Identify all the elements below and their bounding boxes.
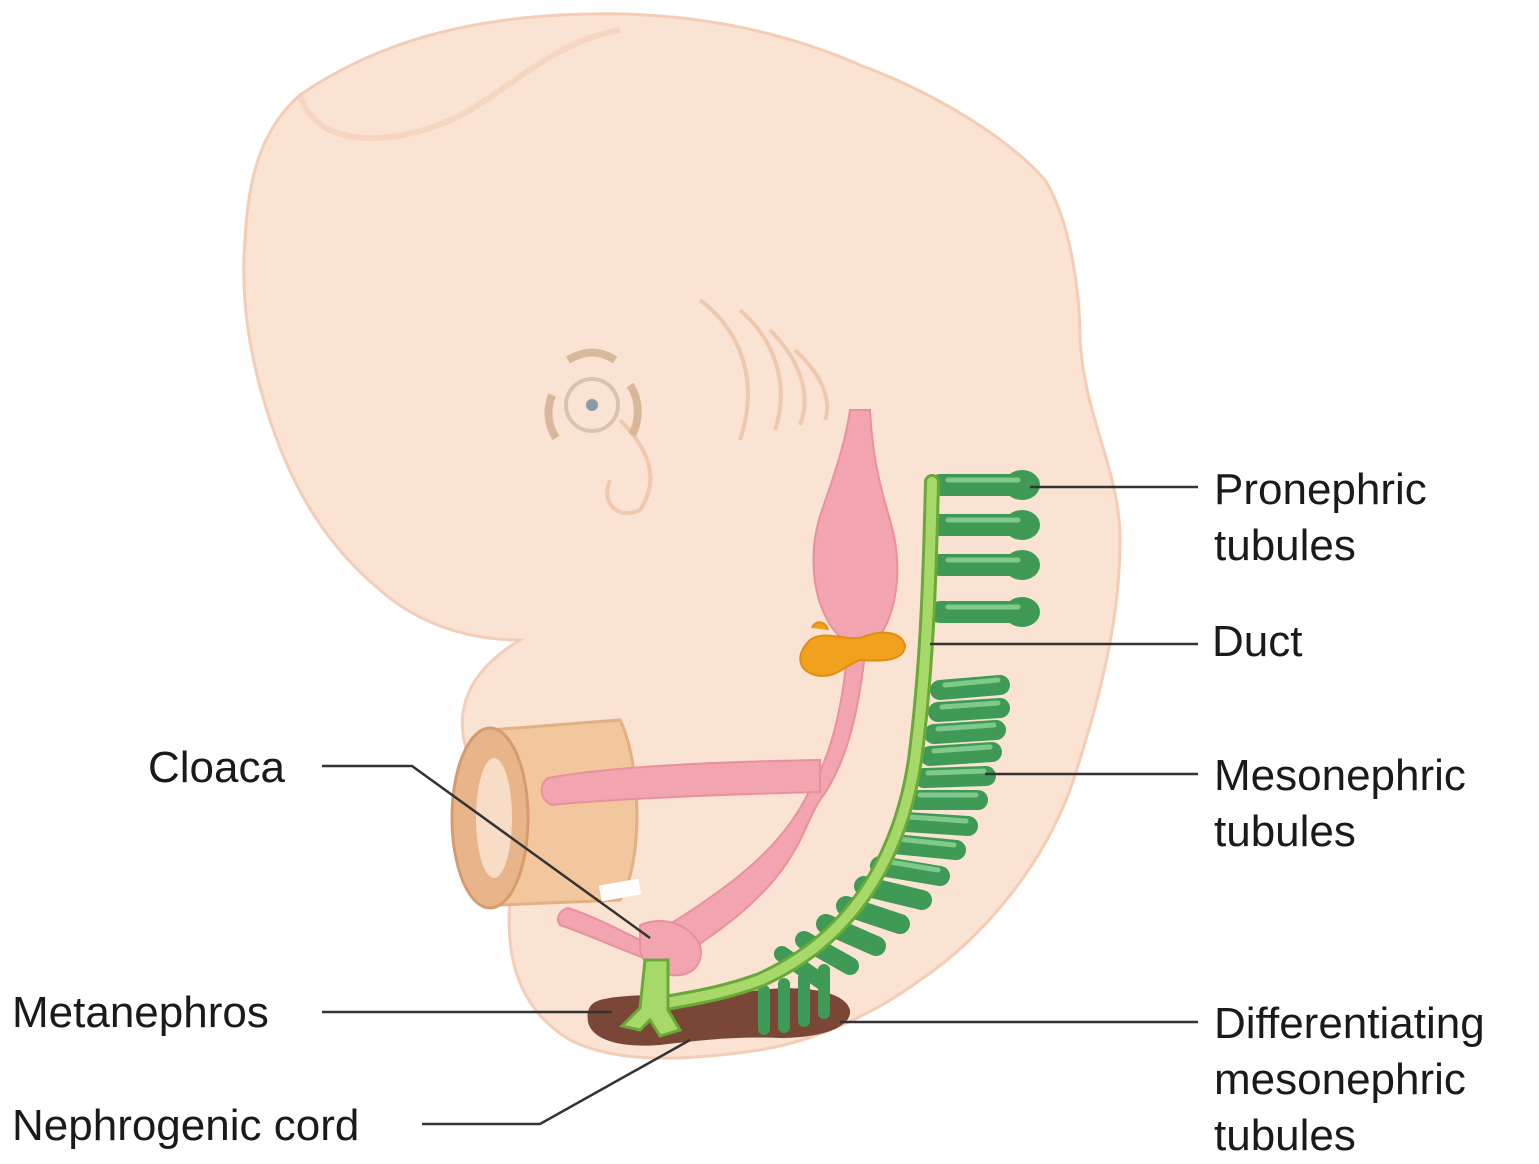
label-line: Cloaca	[148, 740, 285, 796]
label-line: tubules	[1214, 518, 1427, 574]
label-duct: Duct	[1212, 614, 1302, 670]
label-line: Duct	[1212, 614, 1302, 670]
label-metanephros: Metanephros	[12, 985, 269, 1041]
label-mesonephric-tubules: Mesonephric tubules	[1214, 748, 1466, 860]
label-cloaca: Cloaca	[148, 740, 285, 796]
label-line: Metanephros	[12, 985, 269, 1041]
label-pronephric-tubules: Pronephric tubules	[1214, 462, 1427, 574]
label-line: mesonephric	[1214, 1052, 1485, 1108]
pronephric-tubule-tip	[1004, 470, 1040, 500]
eye-pupil	[586, 399, 598, 411]
label-line: Mesonephric	[1214, 748, 1466, 804]
label-line: Differentiating	[1214, 996, 1485, 1052]
label-line: tubules	[1214, 1108, 1485, 1164]
mesonephric-tubule	[924, 776, 986, 778]
label-differentiating-mesonephric-tubules: Differentiating mesonephric tubules	[1214, 996, 1485, 1164]
umbilical-tube-lumen	[476, 758, 512, 878]
pronephric-tubule-tip	[1004, 510, 1040, 540]
pronephric-tubule-tip	[1004, 597, 1040, 627]
label-line: tubules	[1214, 804, 1466, 860]
label-nephrogenic-cord: Nephrogenic cord	[12, 1098, 359, 1154]
diff-tubule	[758, 985, 770, 1035]
pronephric-tubule-tip	[1004, 550, 1040, 580]
diff-tubule	[778, 978, 790, 1033]
label-line: Nephrogenic cord	[12, 1098, 359, 1154]
label-line: Pronephric	[1214, 462, 1427, 518]
